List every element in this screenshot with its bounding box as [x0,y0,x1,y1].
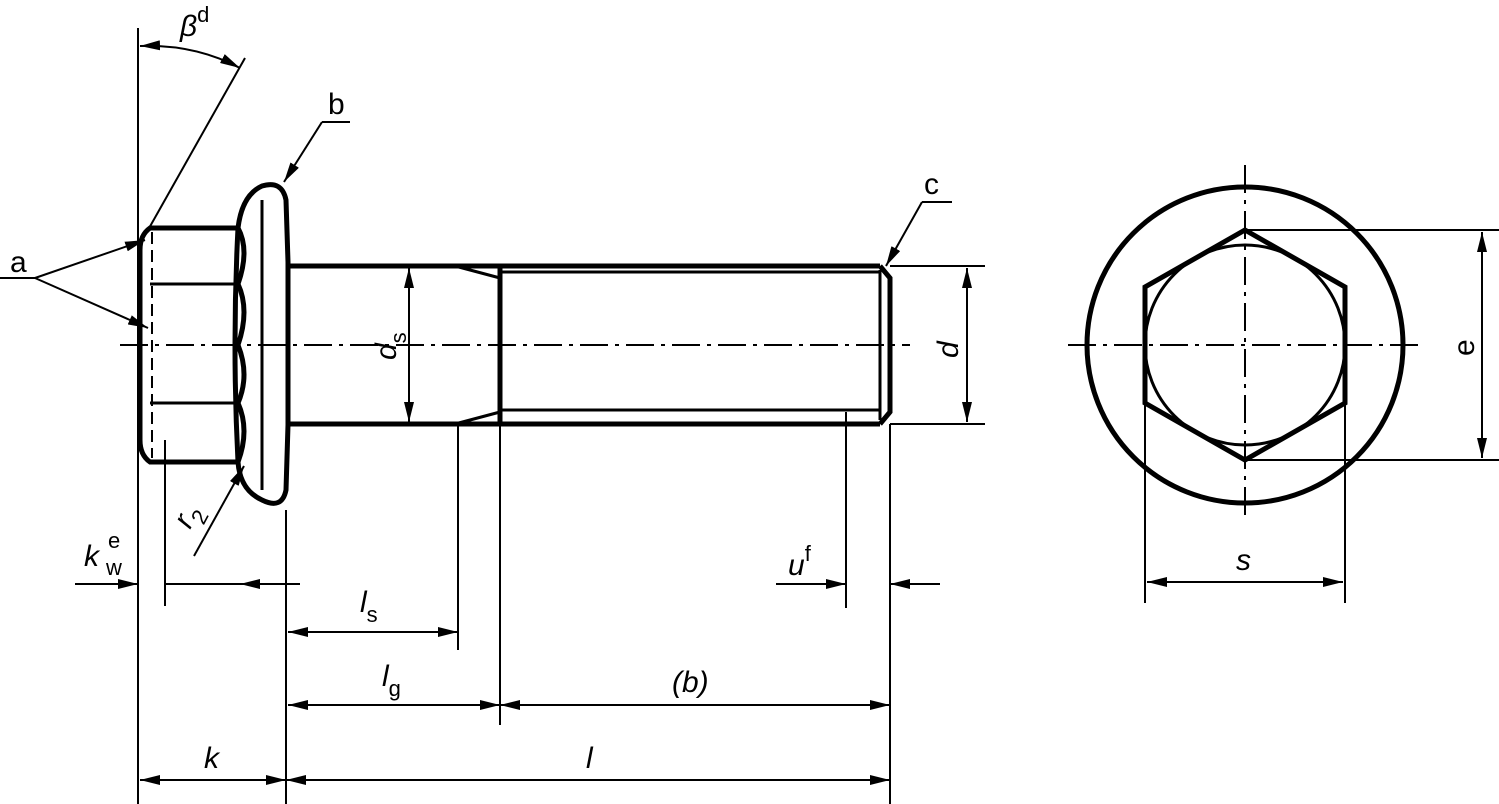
labels: a b c βd ds d r2 k e w uf ls lg (b) k l … [10,2,1481,775]
side-view [0,28,985,804]
label-b: b [328,88,345,121]
label-b-paren: (b) [672,666,709,699]
dimension-lines [75,268,972,785]
leader-lines [0,121,952,557]
label-ds: ds [370,332,411,360]
label-u: uf [788,541,812,582]
label-k: k [204,742,221,775]
label-d: d [932,340,965,358]
flange-circle [1084,184,1406,506]
label-c: c [924,168,939,201]
beta-angle-arc [139,40,241,69]
label-kw-sub: w [105,555,122,580]
label-l: l [586,742,594,775]
label-kw-sup: e [108,528,120,553]
label-lg: lg [382,660,401,701]
label-e: e [1448,339,1481,356]
shank [288,263,893,427]
flange [232,182,291,506]
label-kw: k [84,540,101,573]
label-a: a [10,246,27,279]
extension-lines [137,28,985,804]
end-view [1068,165,1499,603]
label-s: s [1236,544,1251,577]
bearing-circle [1143,243,1347,447]
label-beta: βd [179,2,209,43]
label-ls: ls [360,586,378,627]
